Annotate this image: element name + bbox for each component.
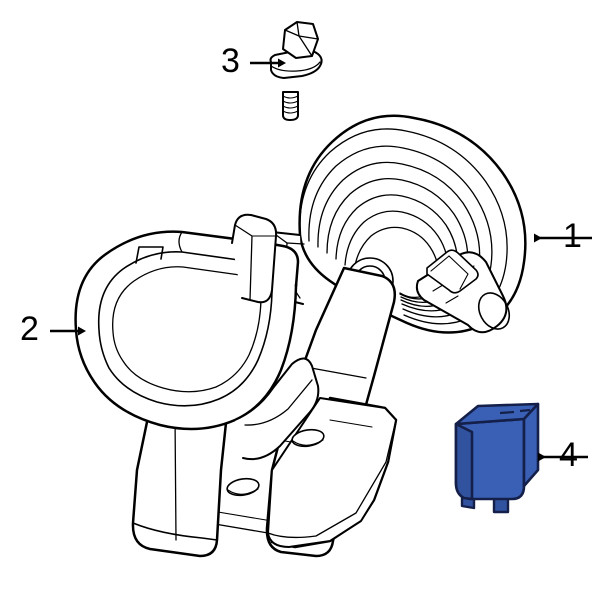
callout-3-number: 3: [221, 42, 240, 80]
part-mounting-bracket[interactable]: [131, 266, 398, 558]
bracket-left-stem-foot: [132, 522, 218, 541]
callout-4[interactable]: 4: [538, 436, 588, 474]
part-relay[interactable]: [454, 402, 540, 514]
bracket-bolt-hole-1-depth: [292, 439, 324, 446]
bolt-hex-head: [282, 21, 319, 59]
horn2-rim-notch: [135, 246, 164, 264]
bracket-score-line: [329, 419, 373, 428]
bolt-shank: [282, 91, 299, 121]
callout-1[interactable]: 1: [534, 217, 592, 255]
bracket-bolt-hole-1: [291, 428, 325, 448]
bracket-bolt-hole-2-depth: [227, 488, 259, 495]
bracket-bolt-hole-2: [226, 477, 260, 497]
horn2-bell-inner-ring: [112, 266, 262, 393]
relay-left-face: [454, 422, 474, 501]
horn2-lower-lobe-crease: [244, 379, 313, 426]
bolt-hex-facet-c: [296, 21, 300, 37]
callout-3[interactable]: 3: [221, 42, 286, 80]
horn2-rim-thickness: [178, 231, 183, 253]
bolt-threads: [282, 95, 299, 114]
horn2-lower-lobe: [234, 357, 320, 461]
relay-top-dash-a: [499, 410, 515, 415]
part-flange-bolt[interactable]: [269, 21, 323, 121]
part-horn-low-note[interactable]: [74, 213, 320, 461]
callout-1-number: 1: [563, 217, 582, 255]
bolt-hex-facet-b: [298, 35, 319, 40]
callout-2[interactable]: 2: [20, 310, 86, 348]
callout-4-number: 4: [559, 436, 578, 474]
bracket-base-front-lip: [267, 419, 397, 539]
relay-top-dash-b: [519, 408, 531, 413]
horn2-mount-tab: [231, 213, 278, 304]
horn1-connector: [415, 249, 511, 334]
relay-right-face: [522, 402, 540, 488]
bolt-flange-edge: [270, 61, 321, 72]
bracket-left-stem: [131, 396, 230, 558]
callout-2-number: 2: [20, 310, 39, 348]
horn1-left-flange-edge: [286, 242, 305, 245]
